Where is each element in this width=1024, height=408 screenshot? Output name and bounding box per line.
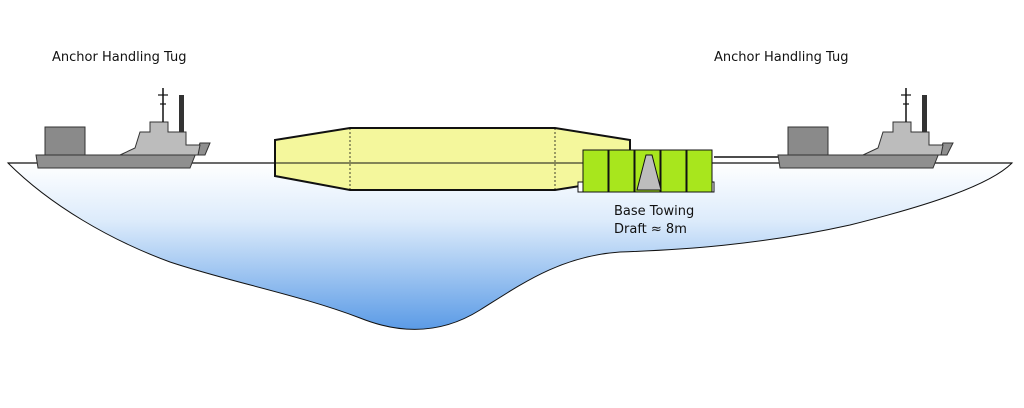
base-cell-1	[582, 149, 609, 193]
base-cell-2	[608, 149, 635, 193]
base-towing-label: Base Towing Draft ≈ 8m	[614, 203, 694, 239]
base-cell-4	[660, 149, 687, 193]
base-cell-5	[686, 149, 713, 193]
base-structure	[577, 149, 715, 193]
hull-structure	[274, 127, 631, 191]
right-tug-ship	[777, 88, 954, 169]
right-tug-funnel	[922, 95, 927, 132]
water-body	[6, 162, 1014, 330]
right-tug-label: Anchor Handling Tug	[714, 50, 849, 65]
left-tug-superstructure	[119, 121, 201, 156]
left-tug-deck-cargo	[44, 126, 86, 156]
right-tug-deck-cargo	[787, 126, 829, 156]
base-towing-title: Base Towing	[614, 204, 695, 219]
left-tug-funnel	[179, 95, 184, 132]
draft-value: Draft ≈ 8m	[614, 222, 687, 237]
right-tug-superstructure	[862, 121, 944, 156]
base-shaft	[636, 154, 662, 191]
left-tug-ship	[35, 88, 211, 169]
left-tug-label: Anchor Handling Tug	[52, 50, 187, 65]
